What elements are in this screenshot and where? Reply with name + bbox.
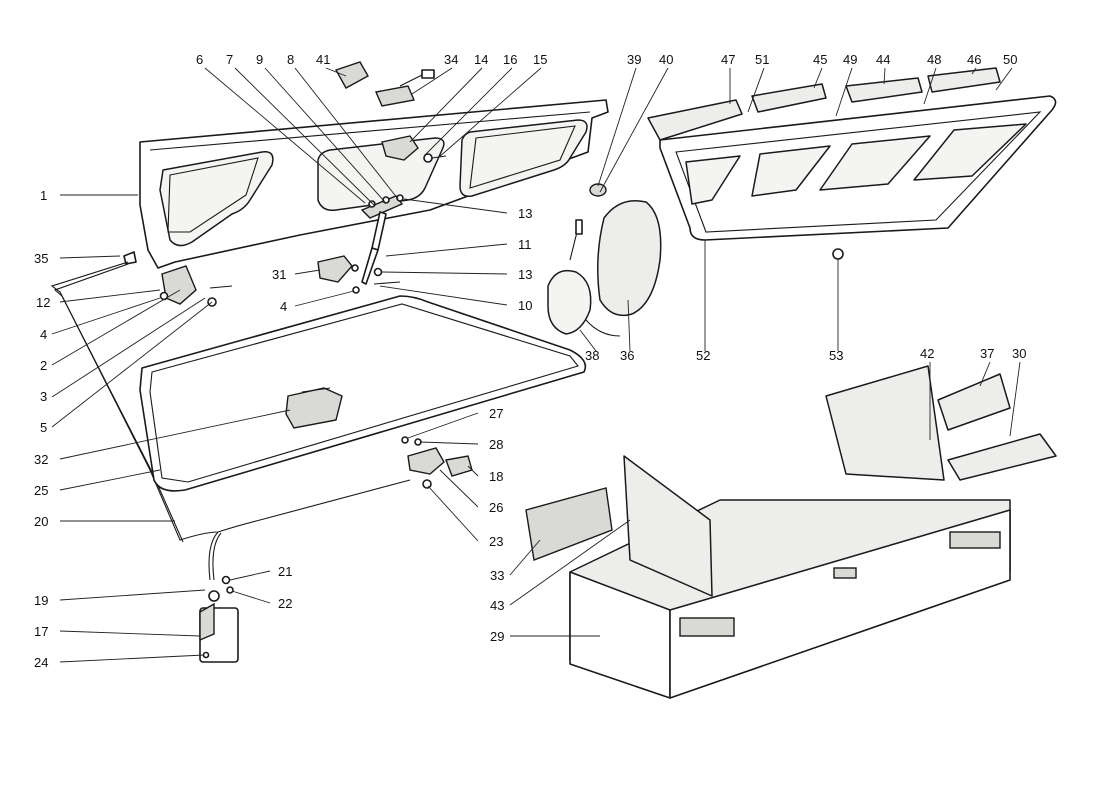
callout-36: 36 (620, 348, 634, 363)
tool-bag (547, 183, 662, 337)
callout-2: 2 (40, 358, 47, 373)
callout-44: 44 (876, 52, 890, 67)
callout-48: 48 (927, 52, 941, 67)
callout-26: 26 (489, 500, 503, 515)
callout-40: 40 (659, 52, 673, 67)
callout-7: 7 (226, 52, 233, 67)
callout-22: 22 (278, 596, 292, 611)
callout-17: 17 (34, 624, 48, 639)
callout-50: 50 (1003, 52, 1017, 67)
callout-4: 4 (280, 299, 287, 314)
callout-33: 33 (490, 568, 504, 583)
callout-16: 16 (503, 52, 517, 67)
callout-46: 46 (967, 52, 981, 67)
callout-53: 53 (829, 348, 843, 363)
callout-30: 30 (1012, 346, 1026, 361)
callout-21: 21 (278, 564, 292, 579)
callout-23: 23 (489, 534, 503, 549)
callout-12: 12 (36, 295, 50, 310)
callout-labels: 1 2 3 4 4 5 6 7 8 9 10 11 12 13 13 14 15… (34, 52, 1026, 670)
callout-25: 25 (34, 483, 48, 498)
callout-19: 19 (34, 593, 48, 608)
callout-13: 13 (518, 206, 532, 221)
callout-15: 15 (533, 52, 547, 67)
trunk-lid (139, 99, 609, 269)
latch-lock-assembly (199, 436, 473, 663)
callout-41: 41 (316, 52, 330, 67)
luggage-frame-and-pads (647, 67, 1057, 260)
callout-31: 31 (272, 267, 286, 282)
callout-3: 3 (40, 389, 47, 404)
callout-43: 43 (490, 598, 504, 613)
callout-28: 28 (489, 437, 503, 452)
callout-39: 39 (627, 52, 641, 67)
callout-13: 13 (518, 267, 532, 282)
callout-29: 29 (490, 629, 504, 644)
release-cable (50, 261, 411, 581)
callout-27: 27 (489, 406, 503, 421)
callout-20: 20 (34, 514, 48, 529)
callout-32: 32 (34, 452, 48, 467)
leader-lines (51, 67, 1021, 663)
trunk-seal (139, 295, 587, 492)
callout-42: 42 (920, 346, 934, 361)
callout-37: 37 (980, 346, 994, 361)
callout-6: 6 (196, 52, 203, 67)
callout-45: 45 (813, 52, 827, 67)
callout-10: 10 (518, 298, 532, 313)
callout-34: 34 (444, 52, 458, 67)
callout-8: 8 (287, 52, 294, 67)
callout-11: 11 (518, 237, 532, 252)
callout-24: 24 (34, 655, 48, 670)
callout-52: 52 (696, 348, 710, 363)
callout-14: 14 (474, 52, 488, 67)
callout-35: 35 (34, 251, 48, 266)
callout-47: 47 (721, 52, 735, 67)
lock-bracket (334, 61, 435, 107)
callout-1: 1 (40, 188, 47, 203)
hinge-and-strut-assembly (123, 194, 404, 307)
luggage-compartment (525, 365, 1057, 699)
callout-9: 9 (256, 52, 263, 67)
callout-51: 51 (755, 52, 769, 67)
callout-5: 5 (40, 420, 47, 435)
callout-38: 38 (585, 348, 599, 363)
callout-18: 18 (489, 469, 503, 484)
callout-49: 49 (843, 52, 857, 67)
callout-4: 4 (40, 327, 47, 342)
